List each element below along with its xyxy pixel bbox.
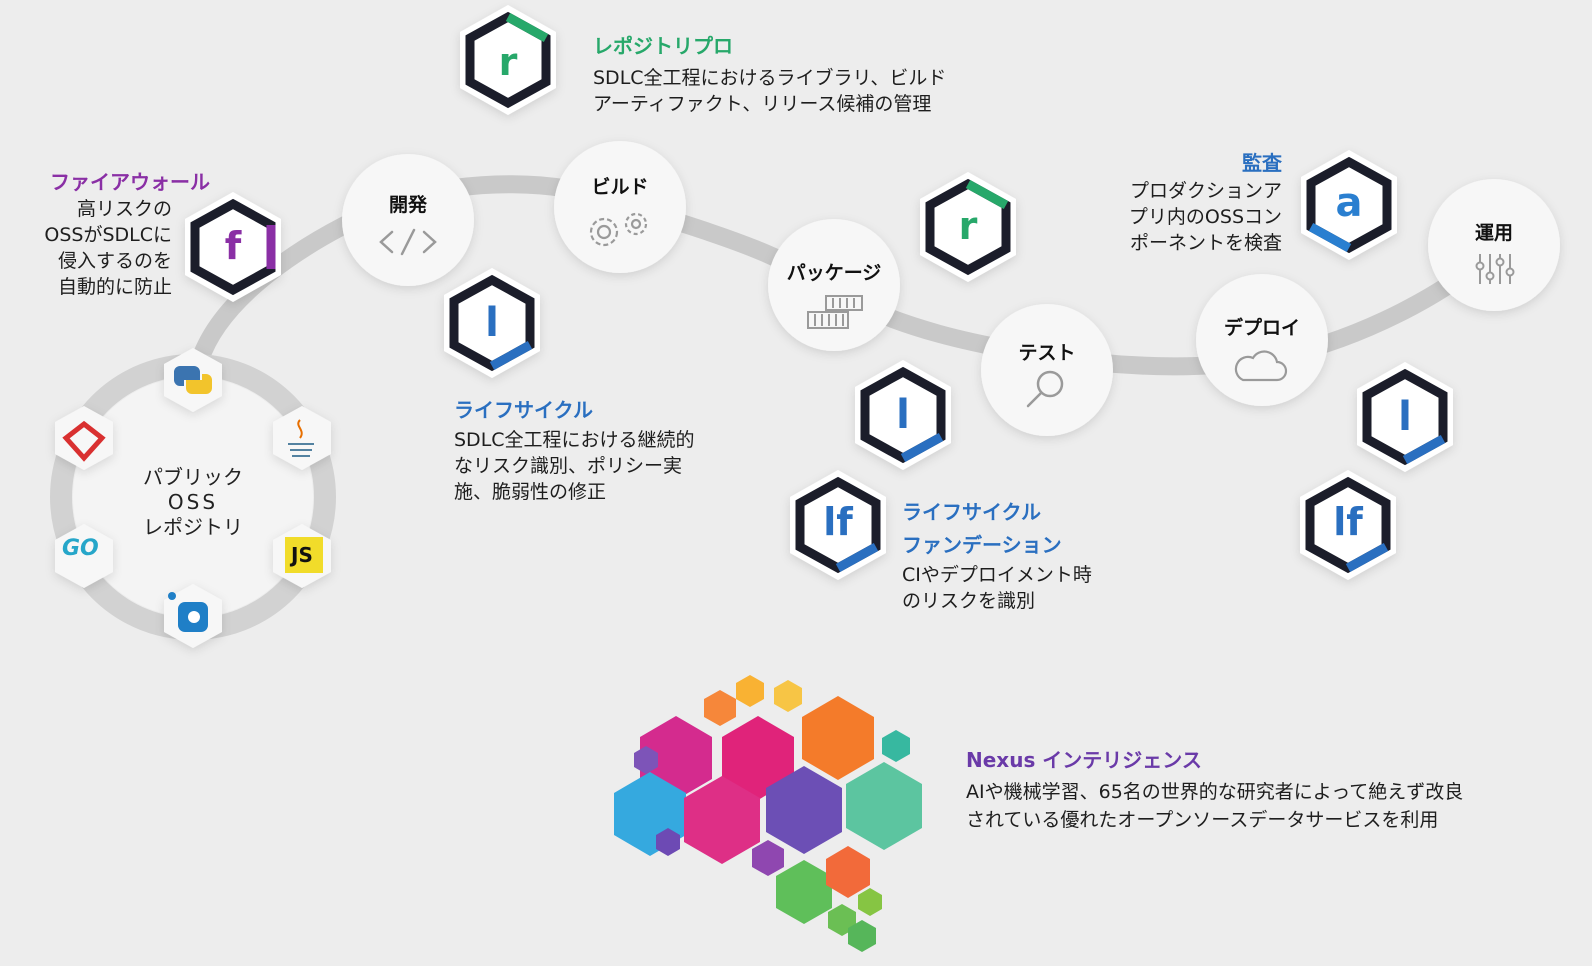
node-test-circle — [981, 304, 1113, 436]
java-icon — [288, 419, 314, 457]
repository-letter-2: r — [958, 204, 978, 248]
node-dev-circle — [342, 154, 474, 286]
public-repo-center — [73, 377, 313, 617]
python-hex — [164, 348, 222, 412]
firewall-title: ファイアウォール — [50, 170, 210, 194]
javascript-label: JS — [291, 543, 313, 567]
nexus-title: Nexus インテリジェンス — [966, 748, 1202, 772]
node-deploy-circle — [1196, 274, 1328, 406]
audit-line-2: プリ内のOSSコン — [1128, 206, 1282, 228]
node-build-circle — [554, 141, 686, 273]
firewall-badge — [185, 192, 281, 302]
lifecycle-letter-1: l — [485, 300, 499, 346]
lifecycle-foundation-description: ライフサイクル ファンデーション CIやデプロイメント時 のリスクを識別 — [902, 496, 1092, 614]
repository-title: レポジトリプロ — [593, 34, 733, 58]
lifecycle-letter-3: l — [1398, 394, 1412, 440]
nuget-hex — [164, 584, 222, 648]
lifecycle-description: ライフサイクル SDLC全工程における継続的 なリスク識別、ポリシー実 施、脆弱… — [454, 394, 695, 505]
nexus-line-2: されている優れたオープンソースデータサービスを利用 — [966, 809, 1439, 831]
repository-letter: r — [498, 40, 518, 84]
lifecycle-line-1: SDLC全工程における継続的 — [454, 429, 695, 451]
lifecycle-foundation-title-2: ファンデーション — [902, 533, 1062, 557]
repository-badge — [460, 5, 556, 115]
public-repo-line-3: レポジトリ — [143, 515, 243, 539]
audit-description: 監査 プロダクションア プリ内のOSSコン ポーネントを検査 — [1090, 147, 1282, 256]
repository-line-2: アーティファクト、リリース候補の管理 — [593, 93, 932, 115]
lifecycle-foundation-badge-1 — [790, 470, 886, 580]
node-operate-circle — [1428, 179, 1560, 311]
lifecycle-foundation-badge-2 — [1300, 470, 1396, 580]
lifecycle-letter-2: l — [896, 392, 910, 438]
python-icon — [174, 366, 200, 386]
java-hex — [273, 406, 331, 470]
sliders-icon — [1475, 254, 1515, 284]
javascript-icon — [285, 537, 323, 573]
nexus-line-1: AIや機械学習、65名の世界的な研究者によって絶えず改良 — [966, 781, 1464, 803]
public-repo-line-2: OSS — [167, 490, 219, 514]
lifecycle-line-3: 施、脆弱性の修正 — [454, 481, 607, 503]
cloud-icon — [1234, 350, 1288, 382]
lifecycle-title: ライフサイクル — [454, 398, 593, 422]
audit-title: 監査 — [1242, 151, 1282, 175]
go-hex — [55, 524, 113, 588]
firewall-line-1: 高リスクの — [76, 198, 172, 220]
audit-badge — [1301, 150, 1397, 260]
lifecycle-foundation-letter-1: lf — [823, 500, 853, 544]
js-hex — [273, 524, 331, 588]
node-package-circle — [768, 219, 900, 351]
firewall-description: ファイアウォール — [20, 166, 210, 195]
ruby-icon — [62, 420, 106, 462]
firewall-text: 高リスクの OSSがSDLCに 侵入するのを 自動的に防止 — [20, 196, 172, 300]
code-icon — [379, 228, 437, 256]
public-repo-line-1: パブリック — [143, 465, 243, 489]
nexus-brain-graphic — [614, 675, 922, 952]
lifecycle-foundation-line-2: のリスクを識別 — [902, 590, 1036, 612]
firewall-line-3: 侵入するのを — [57, 250, 172, 272]
ruby-hex — [55, 406, 113, 470]
public-repo-label: パブリック OSS レポジトリ — [118, 465, 268, 540]
repository-description: レポジトリプロ SDLC全工程におけるライブラリ、ビルド アーティファクト、リリ… — [593, 30, 946, 117]
node-operate-label: 運用 — [1474, 222, 1513, 244]
node-build-label: ビルド — [591, 176, 649, 198]
lifecycle-foundation-title-1: ライフサイクル — [902, 500, 1041, 524]
firewall-line-4: 自動的に防止 — [57, 276, 172, 298]
node-dev-label: 開発 — [388, 194, 427, 216]
lifecycle-badge-1 — [444, 268, 540, 378]
node-package-label: パッケージ — [786, 262, 882, 284]
magnifier-icon — [1026, 370, 1064, 408]
containers-icon — [807, 295, 863, 329]
repository-line-1: SDLC全工程におけるライブラリ、ビルド — [593, 67, 947, 89]
nuget-icon — [168, 592, 208, 632]
gears-icon — [589, 212, 648, 247]
lifecycle-foundation-line-1: CIやデプロイメント時 — [902, 564, 1092, 586]
node-deploy-label: デプロイ — [1223, 317, 1300, 339]
firewall-line-2: OSSがSDLCに — [44, 224, 172, 246]
repository-badge-2 — [920, 172, 1016, 282]
firewall-letter: f — [224, 224, 242, 268]
lifecycle-foundation-letter-2: lf — [1333, 500, 1363, 544]
lifecycle-line-2: なリスク識別、ポリシー実 — [454, 455, 683, 477]
lifecycle-badge-2 — [855, 360, 951, 470]
nexus-description: Nexus インテリジェンス AIや機械学習、65名の世界的な研究者によって絶え… — [966, 744, 1463, 833]
lifecycle-badge-3 — [1357, 362, 1453, 472]
node-test-label: テスト — [1018, 342, 1076, 364]
audit-letter: a — [1335, 180, 1363, 226]
go-icon: GO — [62, 536, 99, 561]
audit-line-3: ポーネントを検査 — [1129, 232, 1282, 254]
audit-line-1: プロダクションア — [1129, 180, 1282, 202]
